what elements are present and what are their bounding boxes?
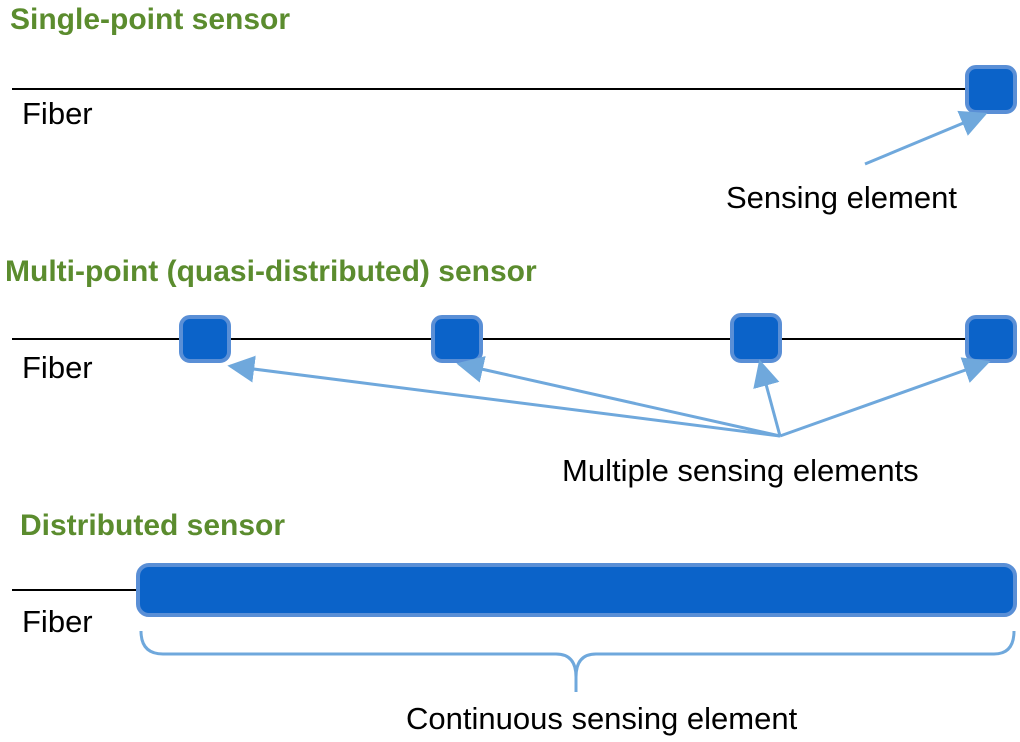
multi-sensing-element-2 <box>431 315 483 363</box>
multi-point-section: Multi-point (quasi-distributed) sensor F… <box>5 255 1017 488</box>
multi-point-title: Multi-point (quasi-distributed) sensor <box>5 255 537 288</box>
multi-sensing-element-4 <box>965 315 1017 363</box>
continuous-sensing-element <box>136 563 1017 617</box>
single-sensing-element <box>965 65 1017 114</box>
multi-sensing-element-3 <box>730 313 782 363</box>
single-point-fiber-label: Fiber <box>22 96 93 131</box>
multi-element-arrow-2 <box>456 356 781 438</box>
multi-element-arrow-4 <box>779 357 991 438</box>
single-element-label: Sensing element <box>726 180 957 215</box>
multi-element-arrow-3 <box>753 359 782 437</box>
distributed-section: Distributed sensor Fiber Continuous sens… <box>12 509 1017 736</box>
continuous-element-label: Continuous sensing element <box>406 701 798 736</box>
single-point-section: Single-point sensor Fiber Sensing elemen… <box>10 3 1017 215</box>
single-element-arrow <box>864 110 988 166</box>
multi-sensing-element-1 <box>179 315 231 363</box>
multi-point-fiber-label: Fiber <box>22 350 93 385</box>
distributed-fiber-label: Fiber <box>22 604 93 639</box>
multi-element-label: Multiple sensing elements <box>562 453 919 488</box>
single-point-title: Single-point sensor <box>10 3 290 36</box>
multi-element-arrow-1 <box>227 355 781 438</box>
distributed-title: Distributed sensor <box>20 509 285 542</box>
